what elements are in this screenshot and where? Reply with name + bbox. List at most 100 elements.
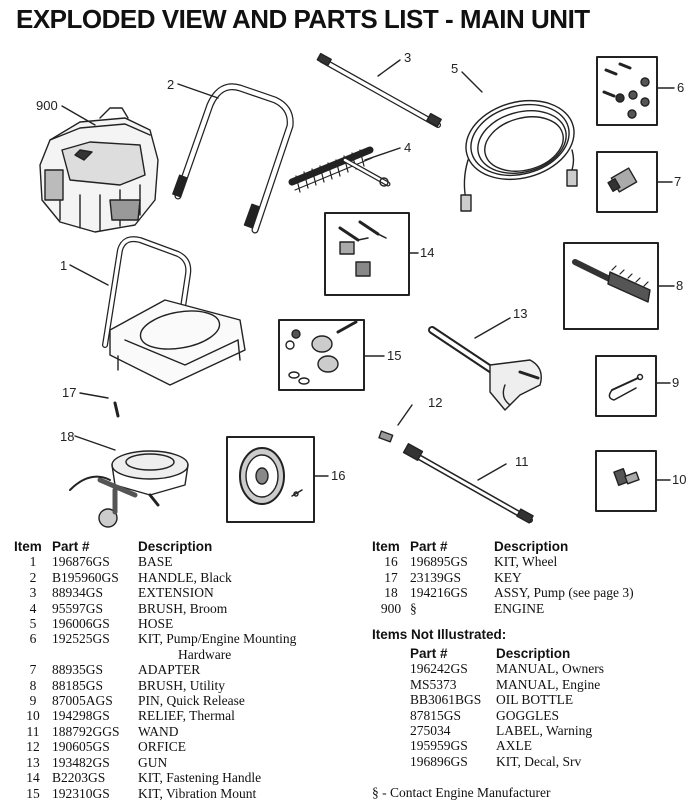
callout-17: 17 xyxy=(62,385,76,400)
callout-9: 9 xyxy=(672,375,679,390)
leader-3 xyxy=(377,59,401,77)
row-description: KIT, Fastening Handle xyxy=(138,770,262,786)
row-description: HANDLE, Black xyxy=(138,569,232,585)
row-part-number: 196895GS xyxy=(410,554,468,570)
row-part-number: 196896GS xyxy=(410,753,468,769)
row-description: PIN, Quick Release xyxy=(138,693,245,709)
table-row: 11 188792GGS WAND xyxy=(14,724,296,739)
leader-2 xyxy=(177,83,219,99)
exploded-view-illustration: 900 2 3 4 5 xyxy=(36,50,686,528)
vibration-mount-illustration xyxy=(285,320,358,385)
row-part-number: 188792GGS xyxy=(52,723,120,739)
row-description: MANUAL, Owners xyxy=(496,661,604,677)
callout-15: 15 xyxy=(387,348,401,363)
row-part-number: MS5373 xyxy=(410,676,457,692)
callout-3: 3 xyxy=(404,50,411,65)
row-description: BRUSH, Utility xyxy=(138,677,226,693)
row-item-number: 18 xyxy=(384,585,398,601)
row-description: WAND xyxy=(138,723,179,739)
callout-6: 6 xyxy=(677,80,684,95)
callout-1: 1 xyxy=(60,258,67,273)
wheel-illustration xyxy=(239,447,303,505)
utility-brush-illustration xyxy=(572,259,651,303)
row-description: GOGGLES xyxy=(496,707,559,723)
callout-12: 12 xyxy=(428,395,442,410)
broom-brush-illustration xyxy=(288,146,391,193)
row-part-number: 196876GS xyxy=(52,554,110,570)
row-part-number: § xyxy=(410,600,417,616)
pump-assembly-illustration xyxy=(69,450,189,528)
callout-14: 14 xyxy=(420,245,434,260)
box-6 xyxy=(596,56,658,126)
header-item: Item xyxy=(372,539,400,554)
header-description: Description xyxy=(138,539,213,554)
fastening-handle-illustration xyxy=(338,220,387,277)
row-item-number: 7 xyxy=(29,662,37,678)
row-description: LABEL, Warning xyxy=(496,723,593,739)
box-14 xyxy=(324,212,410,296)
row-part-number: 194216GS xyxy=(410,585,468,601)
row-part-number: 87005AGS xyxy=(52,693,113,709)
row-description: KIT, Wheel xyxy=(494,554,558,570)
row-description: KEY xyxy=(494,569,522,585)
thermal-relief-illustration xyxy=(613,468,640,486)
header-item: Item xyxy=(14,539,42,554)
row-description: GUN xyxy=(138,754,168,770)
row-description: ORFICE xyxy=(138,739,187,755)
row-part-number: B195960GS xyxy=(52,569,119,585)
row-item-number: 6 xyxy=(29,631,37,647)
row-part-number: 23139GS xyxy=(410,569,462,585)
row-item-number: 11 xyxy=(26,723,40,739)
row-part-number: BB3061BGS xyxy=(410,692,482,708)
box-15 xyxy=(278,319,365,391)
row-part-number: 88934GS xyxy=(52,585,104,601)
row-part-number: 192310GS xyxy=(52,785,110,801)
leader-4 xyxy=(364,147,401,161)
adapter-illustration xyxy=(607,167,638,193)
table-header: Item Part # Description xyxy=(372,539,634,554)
row-description: ENGINE xyxy=(494,600,545,616)
row-description: KIT, Vibration Mount xyxy=(138,785,257,801)
callout-10: 10 xyxy=(672,472,686,487)
row-item-number xyxy=(14,647,52,662)
row-description: AXLE xyxy=(496,738,532,754)
row-item-number: 900 xyxy=(380,600,402,616)
hose-illustration xyxy=(460,99,578,212)
row-item-number: 8 xyxy=(29,677,37,693)
header-description: Description xyxy=(494,539,569,554)
row-part-number: 275034 xyxy=(410,723,451,739)
orifice-illustration xyxy=(378,430,394,443)
row-part-number: 196242GS xyxy=(410,661,468,677)
row-item-number: 15 xyxy=(26,785,40,801)
callout-4: 4 xyxy=(404,140,411,155)
row-item-number: 5 xyxy=(29,616,37,632)
row-part-number xyxy=(52,647,138,662)
row-description: BASE xyxy=(138,554,173,570)
row-item-number: 10 xyxy=(26,708,40,724)
callout-2: 2 xyxy=(167,77,174,92)
leader-11 xyxy=(477,463,507,481)
row-part-number: 194298GS xyxy=(52,708,110,724)
callout-13: 13 xyxy=(513,306,527,321)
row-part-number: 192525GS xyxy=(52,631,110,647)
table-row: 900 § ENGINE xyxy=(372,601,634,616)
row-part-number: 193482GS xyxy=(52,754,110,770)
not-illustrated-heading: Items Not Illustrated: xyxy=(372,627,507,642)
page-title: EXPLODED VIEW AND PARTS LIST - MAIN UNIT xyxy=(16,4,590,34)
row-description: ADAPTER xyxy=(138,662,201,678)
leader-18 xyxy=(74,435,116,451)
leader-1 xyxy=(69,264,109,286)
